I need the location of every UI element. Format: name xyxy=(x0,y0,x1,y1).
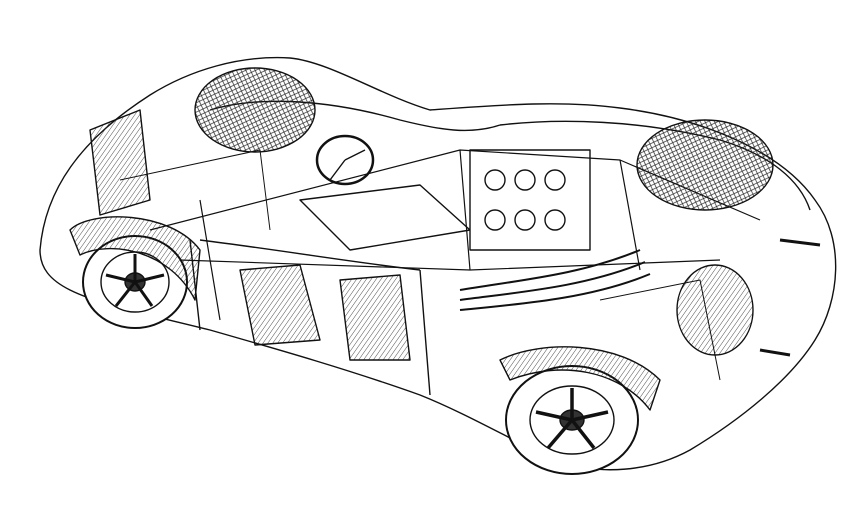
rear-wheelarch xyxy=(499,346,661,411)
front-tire-top xyxy=(194,67,316,153)
rear-tire-top xyxy=(636,119,774,211)
gearbox xyxy=(676,264,754,356)
exhaust-pipes xyxy=(459,249,651,311)
front-bulkhead xyxy=(89,109,151,216)
front-wheelarch xyxy=(69,216,201,301)
body-outline xyxy=(39,56,837,471)
steering-wheel xyxy=(315,134,375,186)
engine-block xyxy=(469,149,591,251)
chassis-frame xyxy=(149,149,761,321)
seat xyxy=(299,184,471,251)
